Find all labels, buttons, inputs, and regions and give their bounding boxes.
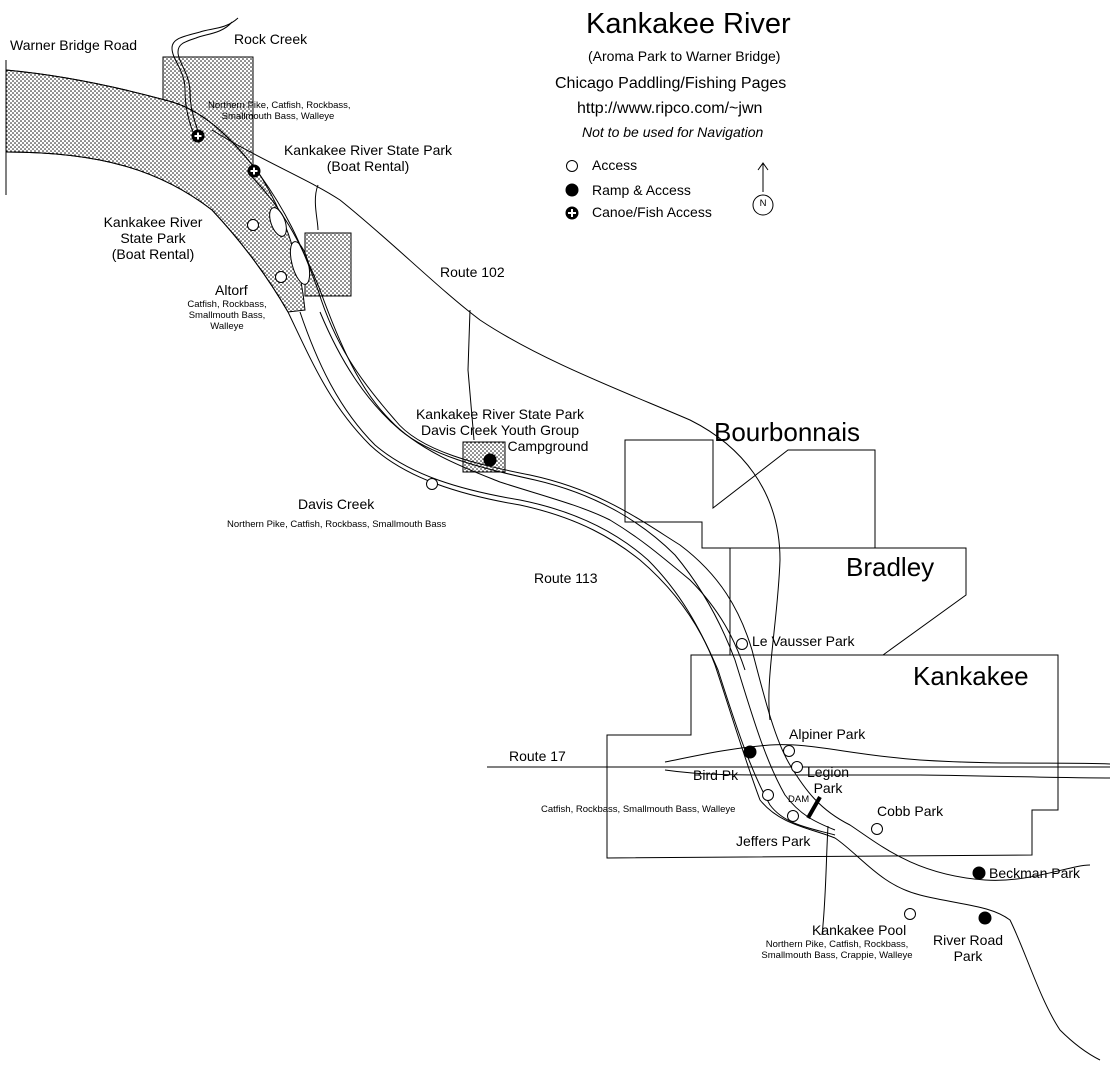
legend-canoe-icon [565,206,579,220]
rock-creek-bank [177,21,233,138]
town-bourbonnais: Bourbonnais [714,417,860,447]
campground-area [462,441,506,473]
label-altorf: Altorf [215,282,248,298]
ramp-river-road-icon[interactable] [978,911,992,925]
davis-camp-line-1: Kankakee River State Park [415,406,585,422]
legend-ramp-label: Ramp & Access [592,182,691,198]
road-route-102: Route 102 [440,264,505,280]
road-warner-bridge: Warner Bridge Road [10,37,138,53]
bradley-boundary [729,547,967,656]
map-title: Kankakee River [586,8,791,40]
access-krsp-west-icon[interactable] [247,219,259,231]
access-cobb-icon[interactable] [871,823,883,835]
label-river-road-park: River Road Park [926,932,1010,964]
label-davis-creek: Davis Creek [298,496,375,512]
access-bird-lower-icon[interactable] [762,789,774,801]
label-beckman-park: Beckman Park [989,865,1081,881]
label-krsp-north: Kankakee River State Park (Boat Rental) [268,142,468,174]
label-legion-park: Legion Park [800,764,856,796]
river-channel-main-south [299,311,836,836]
route-17-bank-north [664,744,1111,765]
label-levausser: Le Vausser Park [752,633,855,649]
river-bank-south [5,151,1101,1061]
label-kankakee-pool: Kankakee Pool [812,922,907,938]
access-alpiner-icon[interactable] [783,745,795,757]
canoe-access-krsp-icon[interactable] [247,164,261,178]
map-subtitle: (Aroma Park to Warner Bridge) [588,48,781,64]
fish-altorf-line-1: Catfish, Rockbass, [187,299,267,310]
label-cobb-park: Cobb Park [877,803,944,819]
label-davis-campground: Kankakee River State Park Davis Creek Yo… [400,406,600,454]
fish-pool: Northern Pike, Catfish, Rockbass, Smallm… [752,939,922,962]
label-krsp-west: Kankakee River State Park (Boat Rental) [78,214,228,262]
route-17-bank-south [664,769,1111,779]
fish-altorf: Catfish, Rockbass, Smallmouth Bass, Wall… [172,299,282,333]
krsp-west-line-3: (Boat Rental) [111,246,195,263]
town-kankakee: Kankakee [913,661,1029,691]
fish-upper-line-1: Northern Pike, Catfish, Rockbass, [208,100,351,111]
fish-upper: Northern Pike, Catfish, Rockbass, Smallm… [208,100,351,123]
access-jeffers-icon[interactable] [787,810,799,822]
legend-canoe-label: Canoe/Fish Access [592,204,712,220]
rock-creek [171,17,239,141]
davis-creek-road [467,309,475,441]
label-jeffers-park: Jeffers Park [736,833,811,849]
krsp-west-line-1: Kankakee River [103,214,203,230]
ramp-bird-park-icon[interactable] [743,745,757,759]
davis-camp-line-2: Davis Creek Youth Group [421,422,579,439]
river-road-line-1: River Road [932,932,1004,948]
label-dam: DAM [788,794,810,805]
access-pool-icon[interactable] [904,908,916,920]
access-levausser-icon[interactable] [736,638,748,650]
krsp-north-line-2: (Boat Rental) [326,158,410,175]
ramp-campground-icon[interactable] [483,453,497,467]
fish-mid: Catfish, Rockbass, Smallmouth Bass, Wall… [541,804,736,815]
fish-davis: Northern Pike, Catfish, Rockbass, Smallm… [227,519,447,530]
north-arrow-icon [752,162,774,216]
label-rock-creek: Rock Creek [234,31,308,47]
label-alpiner: Alpiner Park [789,726,866,742]
map-disclaimer: Not to be used for Navigation [582,124,764,140]
ramp-beckman-icon[interactable] [972,866,986,880]
krsp-north-line-1: Kankakee River State Park [283,142,453,158]
town-bradley: Bradley [846,552,935,582]
bourbonnais-boundary [624,439,876,549]
route-113 [249,174,746,671]
dam-bar [806,796,822,819]
access-altorf-icon[interactable] [275,271,287,283]
canoe-access-upper-icon[interactable] [191,129,205,143]
road-route-113: Route 113 [534,570,598,586]
legion-line-2: Park [813,780,843,797]
davis-camp-line-3: Campground [507,438,589,455]
local-road-102 [314,184,319,231]
fish-altorf-line-3: Walleye [210,320,244,332]
map-url[interactable]: http://www.ripco.com/~jwn [577,100,763,117]
legend-ramp-icon [565,183,579,197]
access-davis-creek-icon[interactable] [426,478,438,490]
fish-upper-line-2: Smallmouth Bass, Walleye [221,110,335,122]
state-park-area-east [304,232,352,297]
pool-road [821,825,829,936]
fish-pool-line-1: Northern Pike, Catfish, Rockbass, [765,939,909,950]
krsp-west-line-2: State Park [120,230,186,247]
north-label: N [759,198,767,209]
fish-pool-line-2: Smallmouth Bass, Crappie, Walleye [761,949,913,961]
access-legion-icon[interactable] [791,761,803,773]
map-source: Chicago Paddling/Fishing Pages [555,75,787,92]
kankakee-boundary [606,654,1059,859]
legend-access-icon [566,160,578,172]
route-102 [211,129,781,721]
river-road-line-2: Park [953,948,983,965]
fish-altorf-line-2: Smallmouth Bass, [188,309,266,321]
label-bird-park: Bird Pk [693,767,739,783]
legion-line-1: Legion [806,764,850,780]
road-route-17: Route 17 [509,748,566,764]
river-bank-north [5,69,1091,881]
legend-access-label: Access [592,157,638,173]
